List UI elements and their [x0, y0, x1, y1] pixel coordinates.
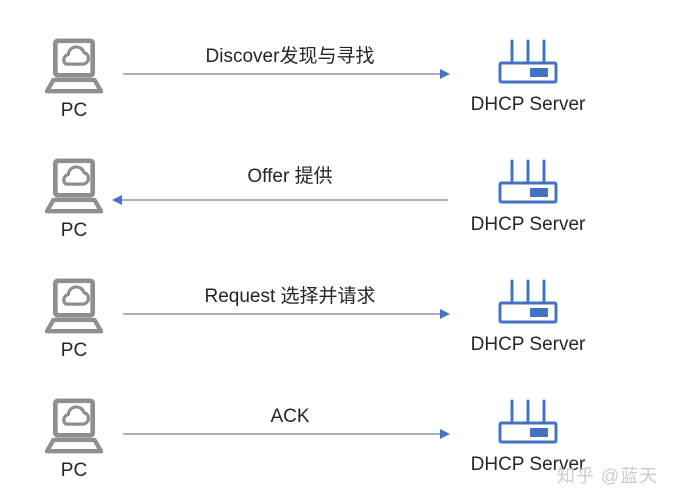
pc-laptop-icon [44, 38, 104, 94]
arrow-head-icon [440, 69, 450, 79]
pc-node: PC [40, 156, 108, 242]
dhcp-server-node: DHCP Server [460, 36, 596, 116]
arrow-head-icon [112, 195, 122, 205]
arrow-line [123, 73, 442, 75]
pc-label: PC [60, 340, 88, 361]
exchange-row-ack: PC ACK DHCP Server [0, 396, 688, 500]
dhcp-server-label: DHCP Server [470, 334, 586, 355]
pc-laptop-icon [44, 158, 104, 214]
dhcp-server-label: DHCP Server [470, 94, 586, 115]
dhcp-server-node: DHCP Server [460, 396, 596, 476]
pc-laptop-icon [44, 278, 104, 334]
dhcp-server-node: DHCP Server [460, 156, 596, 236]
exchange-row-offer: PC Offer 提供 DHCP Server [0, 156, 688, 276]
dhcp-router-icon [498, 398, 558, 446]
arrow-right-request [112, 308, 450, 320]
arrow-right-ack [112, 428, 450, 440]
arrow-head-icon [440, 309, 450, 319]
dhcp-router-icon [498, 158, 558, 206]
arrow-right-discover [112, 68, 450, 80]
pc-label: PC [60, 100, 88, 121]
arrow-line [123, 433, 442, 435]
pc-node: PC [40, 276, 108, 362]
pc-label: PC [60, 460, 88, 481]
pc-node: PC [40, 396, 108, 482]
pc-node: PC [40, 36, 108, 122]
dhcp-server-node: DHCP Server [460, 276, 596, 356]
zhihu-watermark: 知乎 @蓝天 [557, 466, 659, 486]
arrow-head-icon [440, 429, 450, 439]
exchange-row-discover: PC Discover发现与寻找 DHCP Server [0, 36, 688, 156]
dhcp-router-icon [498, 278, 558, 326]
exchange-row-request: PC Request 选择并请求 DHCP Server [0, 276, 688, 396]
arrow-line [121, 199, 448, 201]
message-label-request: Request 选择并请求 [204, 286, 376, 307]
arrow-left-offer [112, 194, 450, 206]
message-label-discover: Discover发现与寻找 [205, 46, 375, 67]
message-label-offer: Offer 提供 [247, 166, 333, 187]
pc-label: PC [60, 220, 88, 241]
dhcp-server-label: DHCP Server [470, 454, 586, 475]
pc-laptop-icon [44, 398, 104, 454]
message-label-ack: ACK [270, 406, 310, 427]
dhcp-server-label: DHCP Server [470, 214, 586, 235]
dhcp-router-icon [498, 38, 558, 86]
arrow-line [123, 313, 442, 315]
